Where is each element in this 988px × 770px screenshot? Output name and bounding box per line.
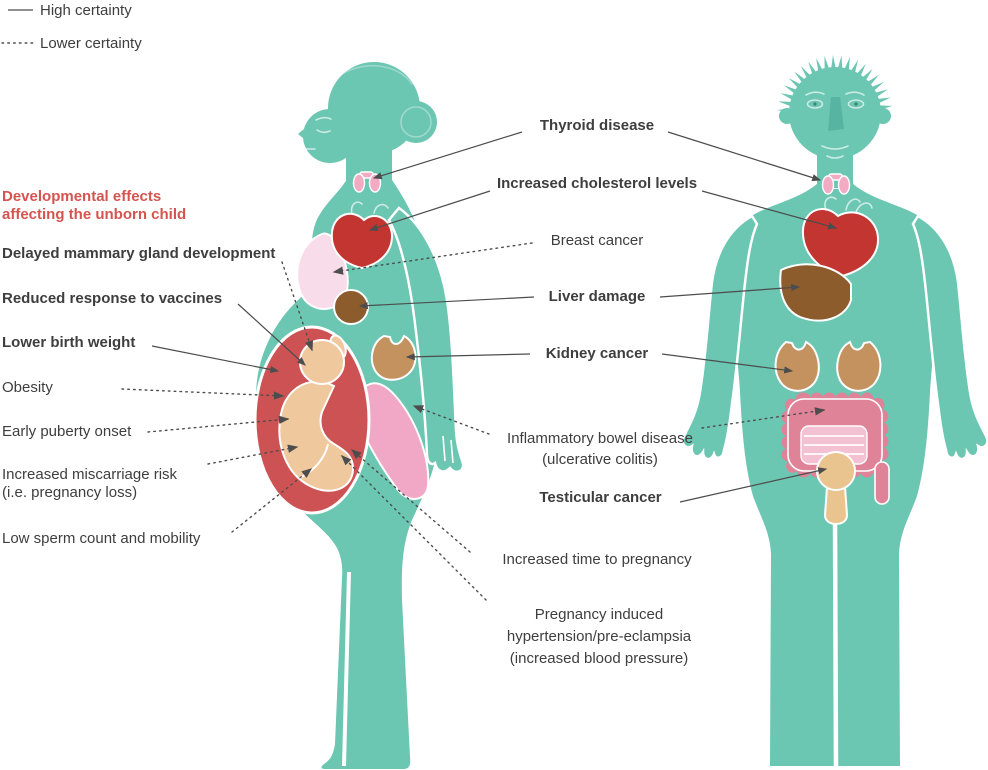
woman-eye	[316, 129, 331, 134]
woman-figure	[253, 62, 465, 769]
man-mouth	[821, 145, 849, 159]
woman-finger-lines	[442, 435, 454, 464]
woman-kidney-organ	[370, 334, 417, 381]
man-figure	[681, 55, 988, 767]
label-thyroid-disease: Thyroid disease	[539, 117, 655, 134]
line-liver-man	[659, 283, 801, 298]
label-liver-damage: Liver damage	[548, 288, 646, 305]
label-miscarriage: Increased miscarriage risk (i.e. pregnan…	[2, 466, 177, 502]
man-arm-left	[681, 214, 759, 461]
line-vaccines	[237, 303, 306, 366]
woman-hair-bun	[395, 101, 437, 143]
label-hypertension-line-2: hypertension/pre-eclampsia	[506, 628, 692, 645]
line-testicular-man	[679, 467, 828, 503]
label-hypertension-line-3: (increased blood pressure)	[509, 650, 689, 667]
line-thyroid-woman	[372, 131, 523, 180]
line-liver-woman	[358, 296, 535, 310]
line-sperm	[231, 468, 313, 533]
legend-label-lower: Lower certainty	[40, 35, 142, 52]
heading-line-1: Developmental effects	[2, 188, 162, 205]
heading-line-2: affecting the unborn child	[2, 206, 187, 223]
line-mammary	[281, 261, 314, 352]
woman-head	[298, 62, 437, 188]
label-cholesterol: Increased cholesterol levels	[496, 175, 698, 192]
label-hypertension: Pregnancy induced hypertension/pre-eclam…	[475, 604, 723, 670]
label-kidney-cancer: Kidney cancer	[545, 345, 649, 362]
line-cholesterol-man	[701, 190, 838, 230]
line-obesity	[121, 388, 285, 400]
label-ibd: Inflammatory bowel disease (ulcerative c…	[477, 428, 723, 470]
line-miscarriage	[207, 444, 299, 465]
line-hypertension	[341, 455, 487, 601]
woman-liver-organ	[333, 289, 369, 325]
man-eyebrows	[805, 91, 865, 96]
label-ibd-line-1: Inflammatory bowel disease	[507, 430, 693, 447]
label-breast-cancer: Breast cancer	[550, 232, 644, 249]
label-miscarriage-line-1: Increased miscarriage risk	[2, 466, 178, 483]
line-breast-cancer	[332, 242, 533, 275]
label-time-to-pregnancy: Increased time to pregnancy	[502, 551, 692, 568]
label-early-puberty: Early puberty onset	[2, 423, 132, 440]
woman-arm	[387, 206, 465, 474]
label-testicular-cancer: Testicular cancer	[539, 489, 662, 506]
man-nose	[828, 97, 844, 131]
man-liver-organ	[779, 263, 852, 322]
man-thyroid-organ	[821, 173, 851, 195]
woman-eyebrow	[315, 116, 332, 121]
label-delayed-mammary: Delayed mammary gland development	[2, 245, 276, 262]
woman-nose	[298, 124, 310, 143]
man-testes-organ	[816, 451, 856, 526]
label-hypertension-line-1: Pregnancy induced	[534, 606, 664, 623]
line-cholesterol-woman	[368, 190, 491, 232]
label-obesity: Obesity	[2, 379, 53, 396]
line-thyroid-man	[667, 131, 822, 182]
line-kidney-man	[661, 353, 794, 374]
label-birth-weight: Lower birth weight	[2, 334, 136, 351]
label-vaccines: Reduced response to vaccines	[2, 290, 223, 307]
line-puberty	[147, 415, 290, 433]
man-kidney-organs	[774, 340, 882, 392]
man-arm-right	[911, 214, 988, 461]
leader-lines	[1, 9, 838, 601]
label-low-sperm: Low sperm count and mobility	[2, 530, 201, 547]
woman-leg-gap	[342, 571, 351, 767]
man-leg-gap	[832, 523, 839, 767]
label-miscarriage-line-2: (i.e. pregnancy loss)	[2, 484, 138, 501]
developmental-effects-heading: Developmental effects affecting the unbo…	[2, 188, 186, 224]
legend-label-high: High certainty	[40, 2, 132, 19]
label-ibd-line-2: (ulcerative colitis)	[542, 451, 658, 468]
woman-hair-line	[341, 64, 413, 85]
man-head	[779, 67, 891, 188]
man-eye-left	[806, 99, 824, 109]
line-kidney-woman	[405, 353, 531, 361]
line-birth-weight	[151, 345, 280, 374]
man-eye-right	[847, 99, 865, 109]
line-ibd-woman	[412, 405, 490, 435]
